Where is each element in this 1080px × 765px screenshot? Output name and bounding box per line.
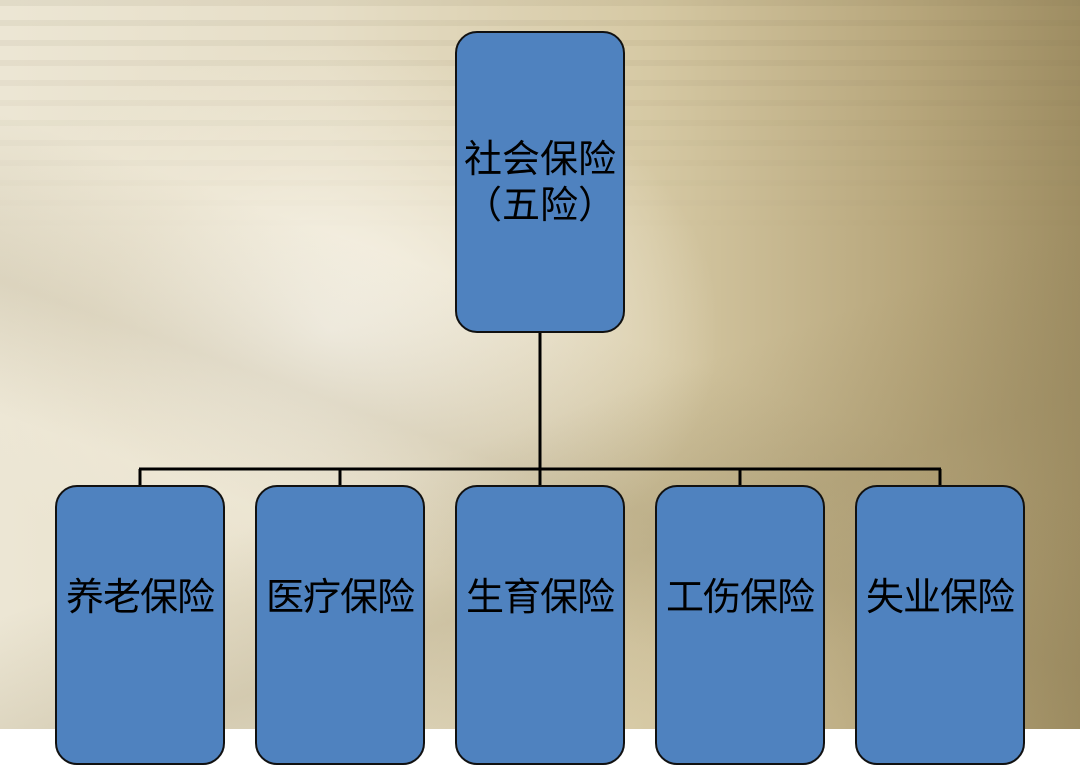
child-node-label: 医疗保险 bbox=[265, 575, 415, 619]
child-node-work-injury: 工伤保险 bbox=[655, 485, 825, 765]
connector-lines bbox=[138, 333, 942, 486]
child-node-unemployment: 失业保险 bbox=[855, 485, 1025, 765]
child-node-label: 养老保险 bbox=[65, 575, 215, 619]
child-node-label: 工伤保险 bbox=[665, 575, 815, 619]
child-node-pension: 养老保险 bbox=[55, 485, 225, 765]
child-node-medical: 医疗保险 bbox=[255, 485, 425, 765]
child-node-label: 生育保险 bbox=[465, 575, 615, 619]
child-node-label: 失业保险 bbox=[865, 575, 1015, 619]
root-node-social-insurance: 社会保险 （五险） bbox=[455, 31, 625, 333]
child-node-maternity: 生育保险 bbox=[455, 485, 625, 765]
root-node-title: 社会保险 bbox=[463, 137, 616, 181]
root-node-subtitle: （五险） bbox=[463, 183, 616, 227]
